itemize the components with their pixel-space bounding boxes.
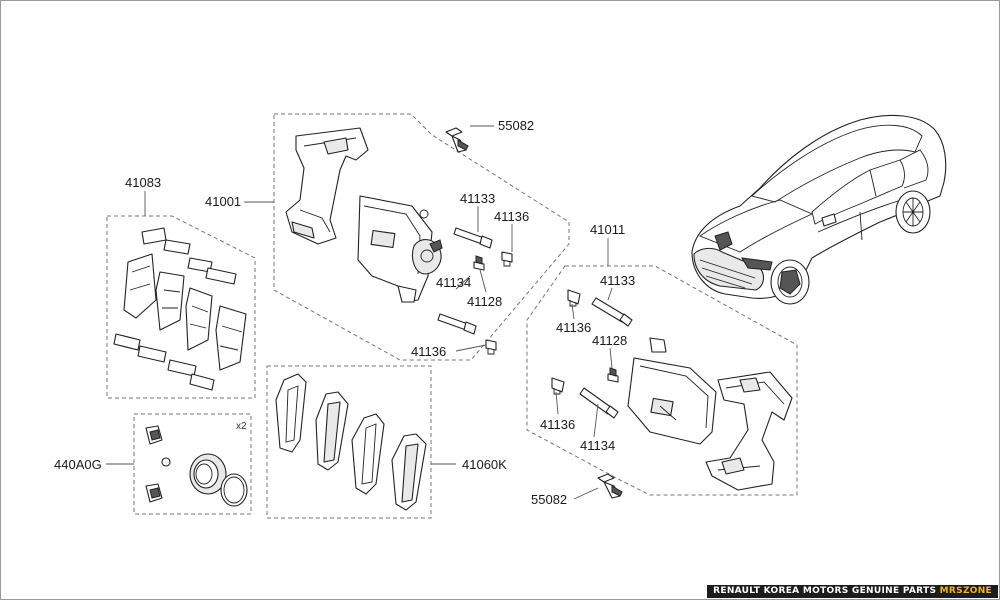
guide-cap-41136-left-a <box>501 251 513 267</box>
caliper-right-outline <box>526 265 798 496</box>
brake-pad-kit-outline <box>266 365 432 519</box>
pad-clip-kit-outline <box>106 215 256 399</box>
label-41011: 41011 <box>590 222 625 237</box>
bleed-screw-41128-right <box>607 367 619 383</box>
guide-cap-41136-left-b <box>485 339 497 355</box>
seal-kit-group <box>106 413 252 515</box>
bolt-55082-bottom <box>597 473 623 499</box>
bolt-55082-top <box>445 127 469 153</box>
label-41060K: 41060K <box>462 457 507 472</box>
label-55082-top: 55082 <box>498 118 534 133</box>
label-41134-right: 41134 <box>580 438 615 453</box>
label-41136-right-a: 41136 <box>556 320 591 335</box>
guide-cap-41136-right-b <box>551 377 565 395</box>
label-41128-left: 41128 <box>467 294 502 309</box>
seal-kit-outline <box>133 413 252 515</box>
caliper-left-outline <box>273 113 570 361</box>
guide-pin-41133-left <box>453 227 493 249</box>
label-55082-bottom: 55082 <box>531 492 567 507</box>
vehicle-illustration <box>691 114 947 305</box>
footer-brand: MRSZONE <box>939 586 992 596</box>
pad-clip-kit-group <box>106 191 256 399</box>
bleed-screw-41128-left <box>473 255 485 271</box>
guide-pin-41134-right <box>579 387 619 419</box>
label-41133-right: 41133 <box>600 273 635 288</box>
label-41083: 41083 <box>125 175 161 190</box>
label-41134-left: 41134 <box>436 275 471 290</box>
label-440A0G: 440A0G <box>54 457 102 472</box>
label-quantity-x2: x2 <box>236 421 247 432</box>
caliper-assembly-right-group <box>526 265 798 499</box>
caliper-assembly-left-group <box>273 113 570 361</box>
label-41136-left-a: 41136 <box>494 209 529 224</box>
footer-banner: RENAULT KOREA MOTORS GENUINE PARTS MRSZO… <box>707 585 998 598</box>
label-41136-right-b: 41136 <box>540 417 575 432</box>
leader-lines-right <box>555 238 613 500</box>
label-41001: 41001 <box>205 194 241 209</box>
guide-pin-41133-right <box>591 297 633 327</box>
label-41133-left: 41133 <box>460 191 495 206</box>
brake-pad-kit-group <box>266 365 456 519</box>
leader-lines-left <box>244 125 513 352</box>
footer-text: RENAULT KOREA MOTORS GENUINE PARTS <box>713 586 940 596</box>
label-41128-right: 41128 <box>592 333 627 348</box>
guide-pin-41134-left <box>437 313 477 335</box>
label-41136-left-b: 41136 <box>411 344 446 359</box>
guide-cap-41136-right-a <box>567 289 581 307</box>
